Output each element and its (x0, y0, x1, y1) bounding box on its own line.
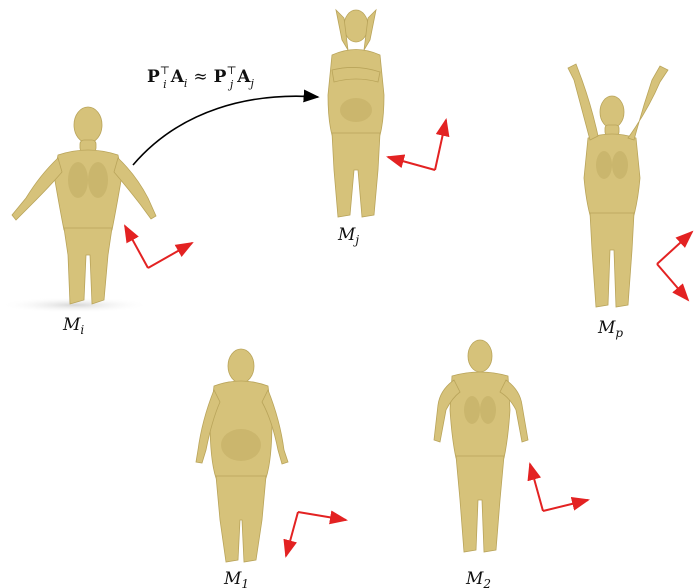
label-m1: M1 (223, 569, 249, 588)
eq-rhs-sub: j (227, 78, 234, 91)
human-figure-m2 (434, 340, 528, 552)
label-mi: Mi (62, 315, 84, 337)
eq-rhs-a: A (236, 67, 251, 87)
eq-rhs-matrix: P (214, 67, 227, 87)
label-mp: Mp (597, 318, 623, 340)
shape-mi: Mi (0, 107, 192, 337)
axes-m1 (286, 512, 346, 556)
eq-lhs-sub: i (163, 78, 167, 91)
axes-mj (388, 120, 446, 170)
m1-shading (221, 429, 261, 461)
human-figure-mi (12, 107, 156, 304)
shape-mp: Mp (568, 64, 692, 340)
human-figure-mp (568, 64, 668, 307)
eq-rhs-sup: ⊤ (226, 64, 236, 77)
mj-shading (340, 98, 372, 122)
eq-lhs-a-sub: i (184, 77, 188, 90)
shape-m1: M1 (196, 349, 346, 588)
axes-mi (125, 226, 192, 268)
correspondence-arrow (133, 96, 318, 165)
eq-lhs-sup: ⊤ (160, 64, 170, 77)
axes-m2 (530, 464, 588, 511)
axes-mp (657, 232, 692, 300)
eq-lhs-a: A (170, 67, 185, 87)
label-m2: M2 (465, 569, 491, 588)
shape-m2: M2 (434, 340, 588, 588)
eq-lhs-matrix: P (147, 67, 160, 87)
eq-approx: ≈ (193, 67, 207, 87)
label-mj: Mj (337, 225, 359, 247)
shape-mj: Mj (328, 10, 446, 247)
